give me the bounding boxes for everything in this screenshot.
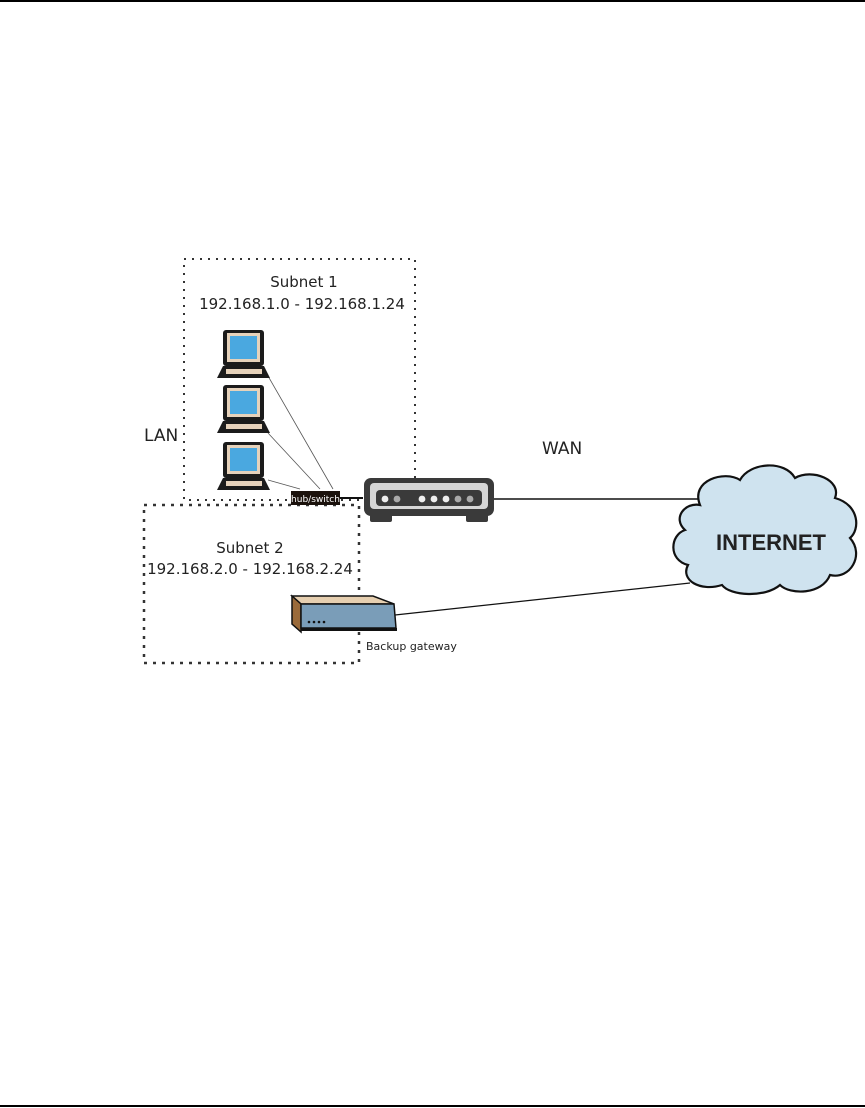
- internet-label: INTERNET: [716, 530, 827, 555]
- computer-icon: [217, 442, 270, 490]
- lan-cables: [267, 375, 334, 490]
- backup-gateway-label: Backup gateway: [366, 640, 457, 653]
- wan-label: WAN: [542, 439, 582, 459]
- subnet2-boundary: [142, 503, 361, 665]
- backup-gateway-icon: [290, 594, 397, 634]
- top-rule: [0, 0, 865, 2]
- hub-switch-label: hub/switch: [291, 495, 340, 505]
- hub-switch-icon: [291, 491, 340, 505]
- subnet1-range: 192.168.1.0 - 192.168.1.24: [199, 295, 405, 313]
- subnet2-title: Subnet 2: [216, 539, 283, 557]
- internet-cloud-icon: [672, 464, 858, 596]
- subnet1-title: Subnet 1: [270, 273, 337, 291]
- computer-icon: [217, 330, 270, 378]
- computer-icon: [217, 385, 270, 433]
- router-icon: [364, 478, 494, 522]
- lan-label: LAN: [144, 426, 178, 446]
- bottom-rule: [0, 1105, 865, 1107]
- backup-cable: [394, 582, 691, 616]
- subnet2-range: 192.168.2.0 - 192.168.2.24: [147, 560, 353, 578]
